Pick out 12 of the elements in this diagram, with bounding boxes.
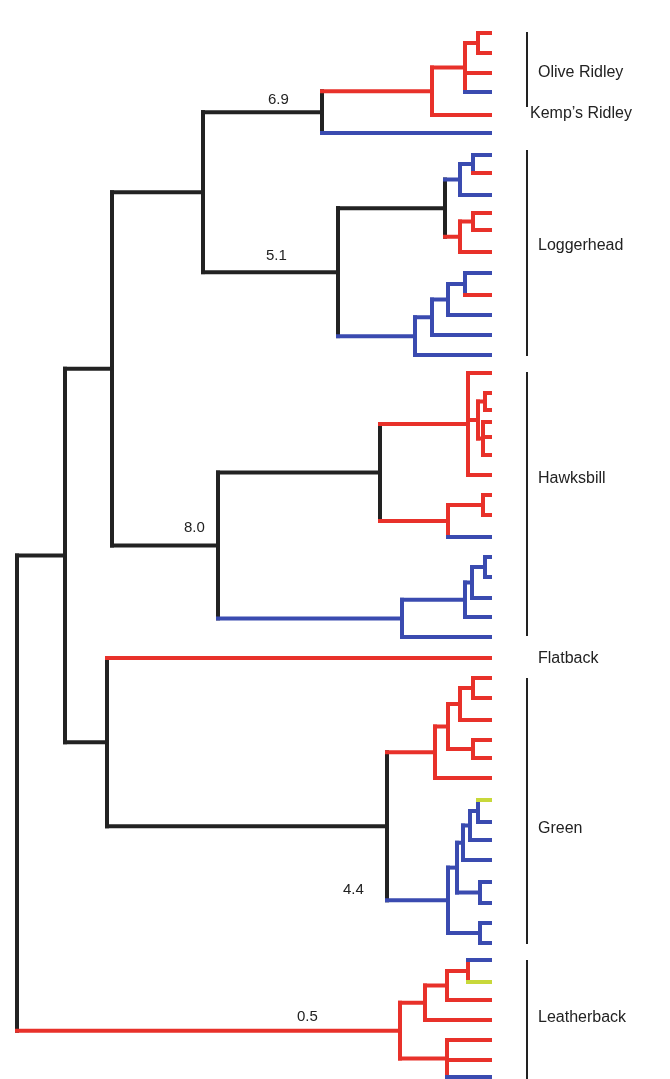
branch-value: 5.1 <box>266 245 287 263</box>
branch-value: 4.4 <box>343 879 364 897</box>
species-label: Loggerhead <box>538 236 624 254</box>
species-label: Green <box>538 819 583 837</box>
branch-value: 8.0 <box>184 517 205 535</box>
species-label: Olive Ridley <box>538 63 624 81</box>
branch-value: 0.5 <box>297 1006 318 1024</box>
species-label: Leatherback <box>538 1008 627 1026</box>
branch-value: 6.9 <box>268 89 289 107</box>
species-label: Kemp’s Ridley <box>530 104 632 122</box>
species-label: Hawksbill <box>538 469 606 487</box>
species-label: Flatback <box>538 649 599 667</box>
